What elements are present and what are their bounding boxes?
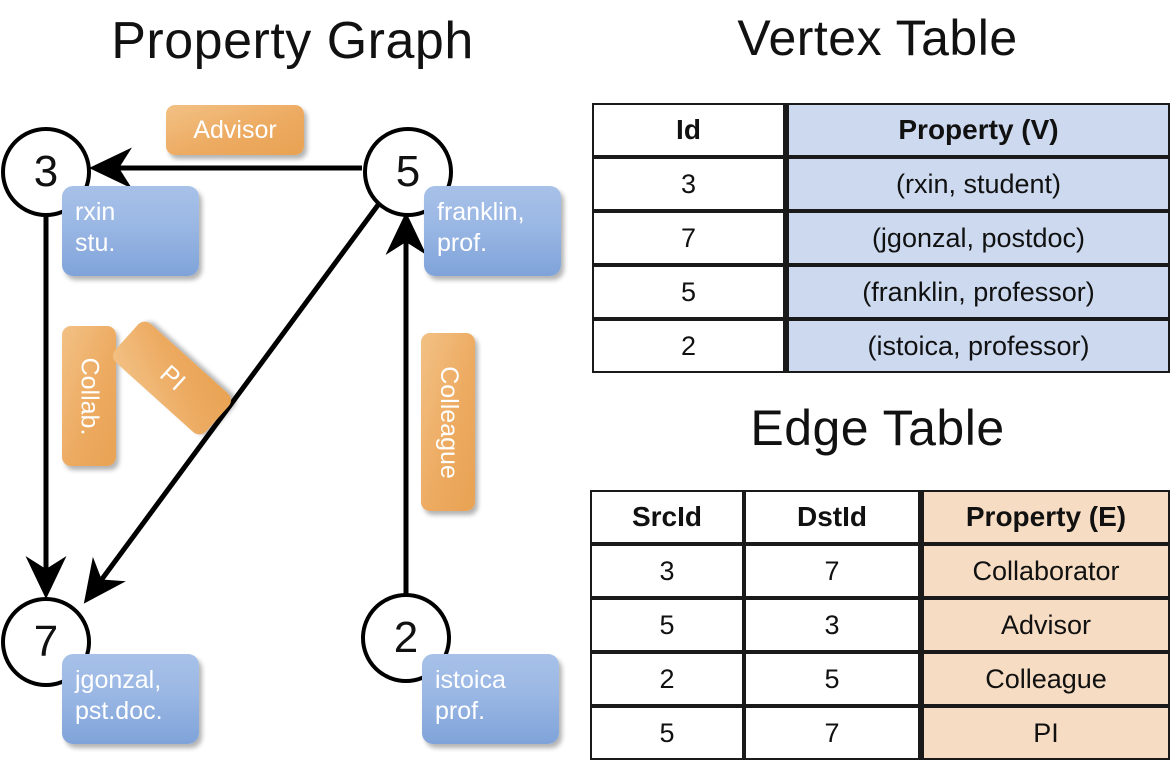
edge-cell-dstid: 3 [744, 598, 920, 652]
table-row[interactable]: 5 3 Advisor [590, 598, 1170, 652]
edge-table: SrcId DstId Property (E) 3 7 Collaborato… [590, 490, 1170, 760]
graph-node-5-label: 5 [395, 147, 421, 196]
edge-table-header-row: SrcId DstId Property (E) [590, 490, 1170, 544]
edge-cell-dstid: 5 [744, 652, 920, 706]
vertex-table-header-row: Id Property (V) [592, 103, 1170, 157]
edge-table-header-property: Property (E) [920, 490, 1170, 544]
page-title-property-graph: Property Graph [111, 12, 474, 70]
node-property-box-7: jgonzal, pst.doc. [62, 654, 199, 744]
edge-label-pi-text: PI [154, 359, 191, 396]
edge-label-advisor: Advisor [166, 105, 304, 155]
page-title-edge-table: Edge Table [750, 400, 1005, 456]
edge-cell-property: Colleague [920, 652, 1170, 706]
node-property-box-3: rxin stu. [62, 186, 199, 276]
table-row[interactable]: 3 (rxin, student) [592, 157, 1170, 211]
edge-cell-dstid: 7 [744, 706, 920, 760]
property-graph-diagram: 3 5 7 2 rxin stu. franklin, prof. jgonza… [1, 105, 561, 744]
vertex-cell-property: (jgonzal, postdoc) [785, 211, 1170, 265]
vertex-cell-id: 3 [592, 157, 785, 211]
table-row[interactable]: 7 (jgonzal, postdoc) [592, 211, 1170, 265]
edge-cell-srcid: 3 [590, 544, 744, 598]
vertex-table-header-property: Property (V) [785, 103, 1170, 157]
table-row[interactable]: 2 5 Colleague [590, 652, 1170, 706]
edge-cell-property: Advisor [920, 598, 1170, 652]
graph-node-2[interactable]: 2 [361, 593, 451, 683]
edge-cell-srcid: 2 [590, 652, 744, 706]
edge-table-header-srcid: SrcId [590, 490, 744, 544]
edge-table-header-dstid: DstId [744, 490, 920, 544]
graph-node-2-label: 2 [393, 613, 419, 662]
graph-node-3-label: 3 [33, 147, 59, 196]
table-row[interactable]: 5 (franklin, professor) [592, 265, 1170, 319]
table-row[interactable]: 3 7 Collaborator [590, 544, 1170, 598]
edge-cell-property: PI [920, 706, 1170, 760]
graph-node-7-label: 7 [33, 617, 59, 666]
node-property-box-5: franklin, prof. [424, 186, 561, 276]
graph-edges-svg [25, 147, 427, 604]
vertex-cell-id: 7 [592, 211, 785, 265]
vertex-cell-property: (rxin, student) [785, 157, 1170, 211]
vertex-cell-id: 5 [592, 265, 785, 319]
edge-label-colleague: Colleague [421, 333, 475, 511]
edge-label-colleague-text: Colleague [434, 365, 463, 479]
table-row[interactable]: 5 7 PI [590, 706, 1170, 760]
edge-label-collab: Collab. [62, 326, 116, 466]
edge-cell-property: Collaborator [920, 544, 1170, 598]
edge-label-advisor-text: Advisor [193, 115, 277, 144]
vertex-cell-property: (franklin, professor) [785, 265, 1170, 319]
vertex-cell-id: 2 [592, 319, 785, 373]
node-property-box-2: istoica prof. [422, 654, 559, 744]
edge-cell-srcid: 5 [590, 706, 744, 760]
page-title-vertex-table: Vertex Table [737, 10, 1018, 66]
table-row[interactable]: 2 (istoica, professor) [592, 319, 1170, 373]
vertex-cell-property: (istoica, professor) [785, 319, 1170, 373]
edge-cell-dstid: 7 [744, 544, 920, 598]
vertex-table-header-id: Id [592, 103, 785, 157]
edge-line-5-to-7 [83, 203, 381, 604]
edge-cell-srcid: 5 [590, 598, 744, 652]
vertex-table: Id Property (V) 3 (rxin, student) 7 (jgo… [592, 103, 1170, 373]
edge-label-collab-text: Collab. [75, 357, 104, 435]
